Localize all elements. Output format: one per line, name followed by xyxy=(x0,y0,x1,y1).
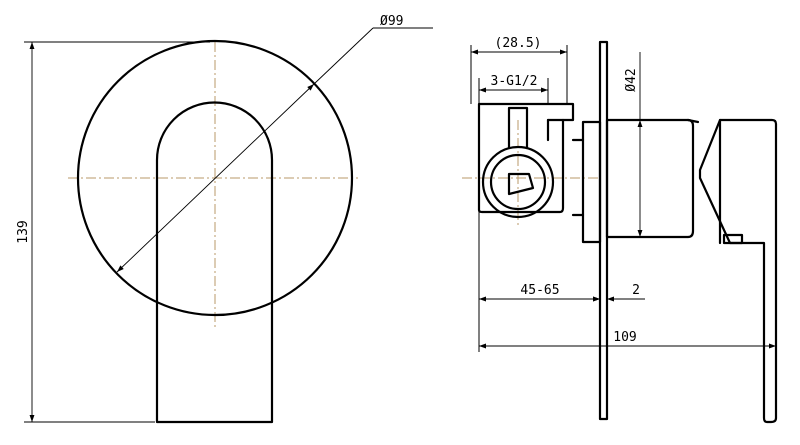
top-inlet-slot xyxy=(507,106,529,150)
diameter-leader xyxy=(313,27,374,85)
cartridge-collar xyxy=(581,120,602,244)
inlet-key-shape xyxy=(507,172,535,196)
cap-body xyxy=(605,118,695,239)
cap-diameter-label: Ø42 xyxy=(624,68,639,91)
side-view: (28.5) 3-G1/2 Ø42 45-65 2 109 xyxy=(462,36,778,424)
front-height-label: 139 xyxy=(16,220,31,243)
cover-plate-circle xyxy=(76,39,354,317)
wall-depth-label: 45-65 xyxy=(520,283,559,298)
inlet-spacing-label: (28.5) xyxy=(495,36,542,51)
side-inlet-outer xyxy=(481,145,555,219)
side-inlet-inner xyxy=(489,153,547,211)
lever-screw xyxy=(722,233,744,245)
valve-body xyxy=(477,102,575,214)
plate-thickness-label: 2 xyxy=(632,283,640,298)
front-diameter-label: Ø99 xyxy=(380,14,403,29)
inlet-thread-label: 3-G1/2 xyxy=(491,74,538,89)
cap-tip xyxy=(686,118,700,124)
lever-handle-side xyxy=(698,118,778,424)
front-view: Ø99 139 xyxy=(16,14,433,424)
overall-depth-label: 109 xyxy=(613,330,636,345)
diameter-dimension-line xyxy=(116,83,315,273)
